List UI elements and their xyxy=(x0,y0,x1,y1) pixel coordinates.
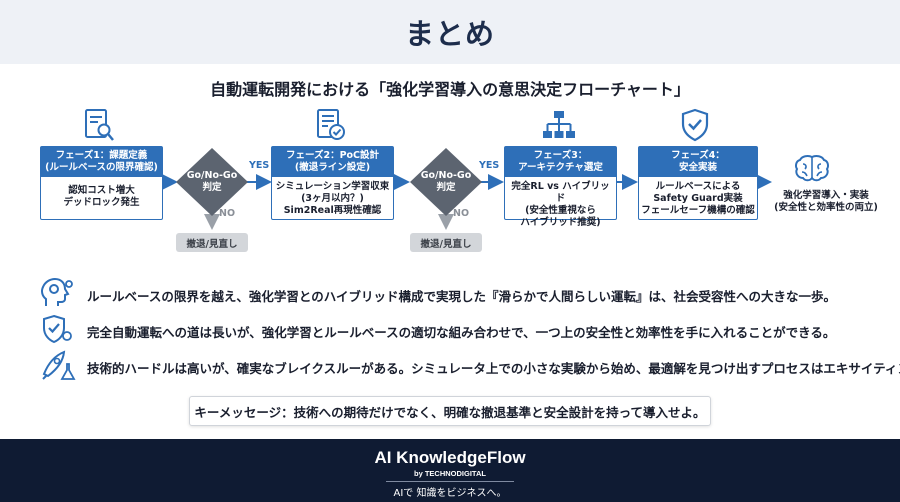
phase-1-header: フェーズ1：課題定義 (ルールベースの限界確認) xyxy=(41,147,162,177)
gate-2-no-label: NO xyxy=(453,208,470,219)
gate-1-yes-label: YES xyxy=(249,160,270,171)
phase-1-box: フェーズ1：課題定義 (ルールベースの限界確認) 認知コスト増大 デッドロック発… xyxy=(40,146,163,220)
phase-2-body: シミュレーション学習収束 (3ヶ月以内？) Sim2Real再現性確認 xyxy=(275,181,390,216)
gate-1-label: Go/No-Go 判定 xyxy=(186,170,238,193)
phase-3-box: フェーズ3： アーキテクチャ選定 完全RL vs ハイブリッド (安全性重視なら… xyxy=(504,146,617,228)
key-point-2: 完全自動運転への道は長いが、強化学習とルールベースの適切な組み合わせで、一つ上の… xyxy=(87,325,836,340)
gate-1-reject-box: 撤退/見直し xyxy=(176,233,248,252)
key-message: キーメッセージ：技術への期待だけでなく、明確な撤退基準と安全設計を持って導入せよ… xyxy=(189,396,711,426)
shield-check-icon xyxy=(681,108,709,142)
phase-1-body: 認知コスト増大 デッドロック発生 xyxy=(63,185,140,208)
header-bar: まとめ xyxy=(0,0,900,64)
phase-2-box: フェーズ2：PoC設計 (撤退ライン設定) シミュレーション学習収束 (3ヶ月以… xyxy=(271,146,394,220)
phase-4-body: ルールベースによる Safety Guard実装 フェールセーフ機構の確認 xyxy=(641,181,755,216)
key-point-1: ルールベースの限界を越え、強化学習とのハイブリッド構成で実現した『滑らかで人間ら… xyxy=(87,289,837,304)
flowchart-title: 自動運転開発における「強化学習導入の意思決定フローチャート」 xyxy=(210,80,690,99)
gate-2-label: Go/No-Go 判定 xyxy=(420,170,472,193)
rocket-flask-icon xyxy=(42,350,76,380)
hierarchy-icon xyxy=(543,111,575,138)
footer-brand: AI KnowledgeFlow xyxy=(374,448,526,467)
footer-byline: by TECHNODIGITAL xyxy=(414,469,486,478)
flow-result: 強化学習導入・実装 (安全性と効率性の両立) xyxy=(774,190,878,213)
page-title: まとめ xyxy=(404,17,495,51)
footer-bar: AI KnowledgeFlow by TECHNODIGITAL AIで 知識… xyxy=(0,439,900,502)
phase-4-box: フェーズ4： 安全実装 ルールベースによる Safety Guard実装 フェー… xyxy=(638,146,758,220)
gate-1-no-label: NO xyxy=(219,208,236,219)
phase-4-header: フェーズ4： 安全実装 xyxy=(639,147,757,177)
phase-3-body: 完全RL vs ハイブリッド (安全性重視なら ハイブリッド推奨) xyxy=(511,181,610,228)
footer-tagline: AIで 知識をビジネスへ。 xyxy=(393,488,507,499)
gate-2-yes-label: YES xyxy=(479,160,500,171)
head-gear-icon xyxy=(41,278,73,306)
key-point-3: 技術的ハードルは高いが、確実なブレイクスルーがある。シミュレータ上での小さな実験… xyxy=(87,361,900,376)
document-search-icon xyxy=(85,109,114,141)
shield-gear-icon xyxy=(43,314,72,344)
gate-2-reject-box: 撤退/見直し xyxy=(410,233,482,252)
phase-2-header: フェーズ2：PoC設計 (撤退ライン設定) xyxy=(272,147,393,177)
brain-icon xyxy=(795,155,829,182)
checklist-shield-icon xyxy=(317,109,345,140)
phase-3-header: フェーズ3： アーキテクチャ選定 xyxy=(505,147,616,177)
footer-divider xyxy=(386,481,514,482)
